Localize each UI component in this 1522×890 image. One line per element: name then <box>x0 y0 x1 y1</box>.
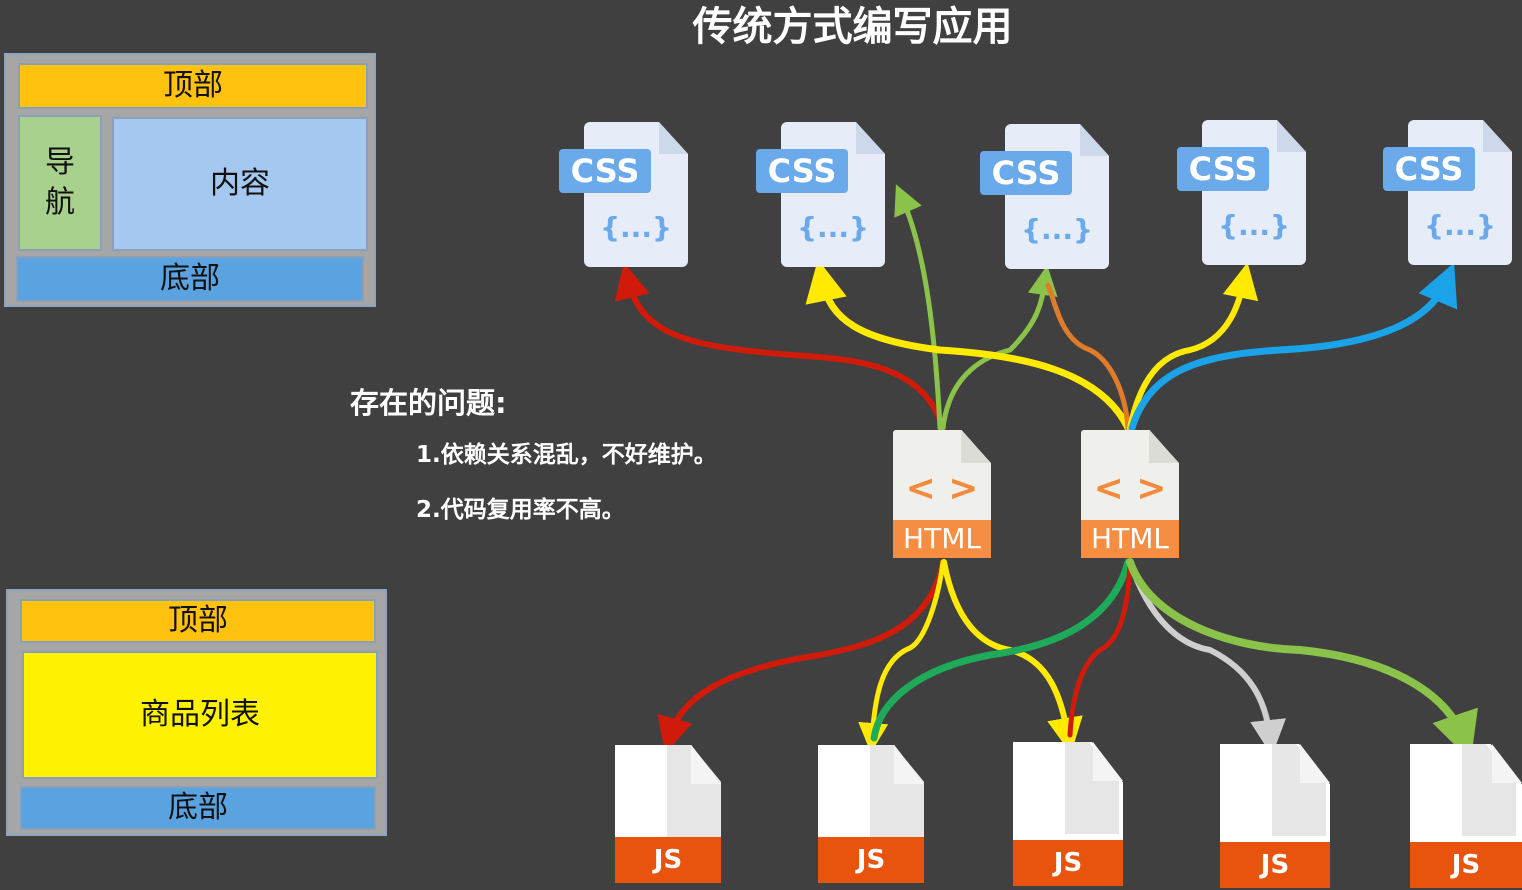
mock1-footer-block: 底部 <box>16 256 364 302</box>
html-label: HTML <box>893 520 991 558</box>
css-file-icon: CSS {...} <box>756 122 885 267</box>
code-brackets-icon: < > <box>1093 468 1167 509</box>
css-file-icon: CSS {...} <box>559 122 688 267</box>
js-file-icon: JS <box>1220 744 1330 888</box>
arrow-html2-js4 <box>1127 559 1287 756</box>
js-label: JS <box>1220 842 1330 888</box>
arrow-html2-js2 <box>870 558 1132 742</box>
css-file-icon: CSS {...} <box>980 124 1109 269</box>
mock1-nav-block: 导航 <box>18 115 102 251</box>
problem-item: 1.依赖关系混乱，不好维护。 <box>416 442 717 468</box>
braces-icon: {...} <box>797 211 869 244</box>
layout-mock-page-1: 顶部 导航 内容 底部 <box>4 53 376 307</box>
css-label: CSS <box>756 149 848 193</box>
layout-mock-page-2: 顶部 商品列表 底部 <box>6 589 387 836</box>
problems-heading: 存在的问题: <box>350 386 507 420</box>
code-brackets-icon: < > <box>905 468 979 509</box>
nav-label-char: 导 <box>45 145 75 180</box>
css-label: CSS <box>559 149 651 193</box>
css-label: CSS <box>980 151 1072 195</box>
css-label: CSS <box>1177 147 1269 191</box>
arrow-html2-js3 <box>1067 559 1133 738</box>
mock1-content-block: 内容 <box>112 117 368 251</box>
css-file-icon: CSS {...} <box>1177 120 1306 265</box>
braces-icon: {...} <box>1218 209 1290 242</box>
html-file-icon: < > HTML <box>1081 430 1179 558</box>
arrow-html2-css4 <box>1127 262 1259 431</box>
arrow-html2-js5 <box>1126 558 1478 761</box>
problem-item: 2.代码复用率不高。 <box>416 497 625 523</box>
mock2-list-block: 商品列表 <box>22 651 378 779</box>
arrow-html1-js2 <box>858 559 946 753</box>
html-file-icon: < > HTML <box>893 430 991 558</box>
nav-label-char: 航 <box>45 185 75 220</box>
mock2-top-block: 顶部 <box>20 599 376 643</box>
js-label: JS <box>1410 842 1522 888</box>
js-file-icon: JS <box>1410 744 1522 888</box>
js-file-icon: JS <box>1013 742 1123 886</box>
braces-icon: {...} <box>1021 213 1093 246</box>
arrow-html1-css3 <box>940 265 1058 431</box>
js-file-icon: JS <box>615 745 721 883</box>
css-file-icon: CSS {...} <box>1383 120 1512 265</box>
arrow-html1-js1 <box>657 559 946 754</box>
arrow-html1-css2-green <box>894 184 943 431</box>
mock1-top-block: 顶部 <box>18 63 368 109</box>
js-label: JS <box>1013 840 1123 886</box>
arrow-html2-css5 <box>1128 262 1458 432</box>
css-label: CSS <box>1383 147 1475 191</box>
braces-icon: {...} <box>1424 209 1496 242</box>
arrow-html2-css3 <box>1045 282 1131 431</box>
slide-title: 传统方式编写应用 <box>692 4 1013 50</box>
arrow-html2-css2 <box>805 259 1132 432</box>
html-label: HTML <box>1081 520 1179 558</box>
braces-icon: {...} <box>600 211 672 244</box>
js-label: JS <box>818 837 924 883</box>
arrow-html1-css1 <box>614 262 946 431</box>
js-file-icon: JS <box>818 745 924 883</box>
js-label: JS <box>615 837 721 883</box>
mock2-footer-block: 底部 <box>20 786 376 830</box>
